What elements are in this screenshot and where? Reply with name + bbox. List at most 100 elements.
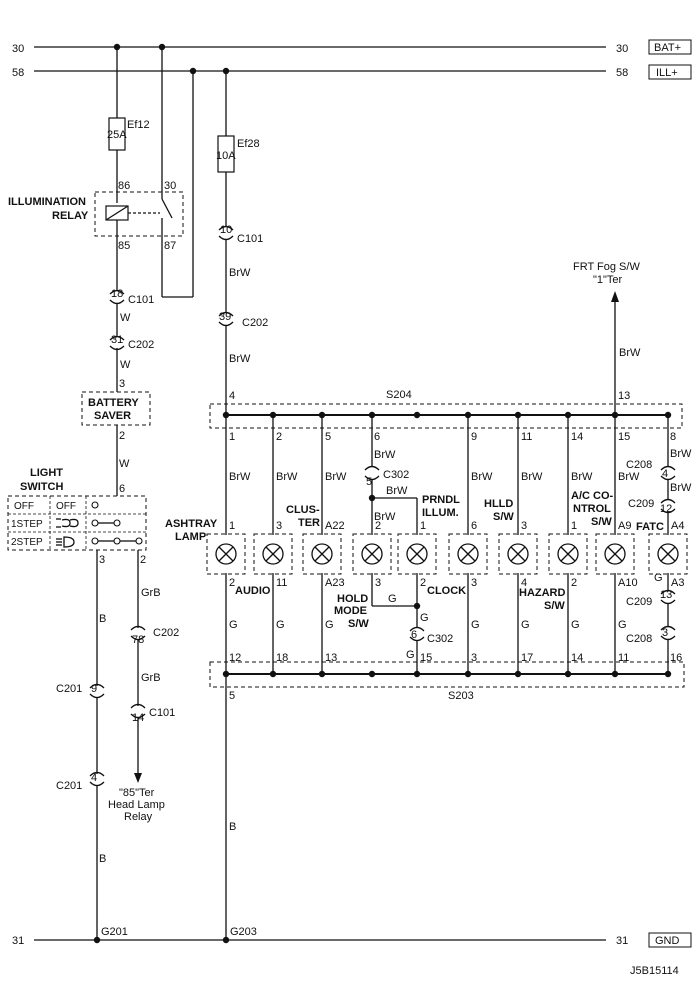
label-hazard-2: S/W [544, 600, 565, 612]
frt-fog-2: "1"Ter [593, 274, 623, 286]
s203-pin: 12 [229, 652, 241, 664]
fuse-ef12-name: Ef12 [127, 119, 150, 131]
switch-out-pin-3: 3 [99, 554, 105, 566]
lamp-box-clock [448, 533, 488, 575]
wire-brw: BrW [571, 471, 593, 483]
lamp-pin-bottom: 3 [471, 577, 477, 589]
relay-pin-86: 86 [118, 180, 130, 192]
c302-pin-6: 6 [411, 629, 417, 641]
saver-pin-out: 2 [119, 430, 125, 442]
lamp-pin-top: 3 [521, 520, 527, 532]
s203-out-pin: 5 [229, 690, 235, 702]
fuse-ef28-rating: 10A [216, 150, 236, 162]
wire-b-1: B [99, 613, 106, 625]
gnd-rail: 31 31 GND [12, 932, 692, 948]
lamp-pin-top: 6 [471, 520, 477, 532]
lamp-group: 121BrW12G3112BrW18GA22A235BrW13G2312639B… [206, 411, 688, 678]
relay-pin-87: 87 [164, 240, 176, 252]
lamp-pin-bottom: 2 [420, 577, 426, 589]
wire-brw-prndl-top: BrW [374, 449, 396, 461]
lamp-pin-top: 3 [276, 520, 282, 532]
wire-g-hold: G [388, 593, 397, 605]
lamp-box-hold-mode [397, 533, 437, 575]
c209-label-top: C209 [628, 498, 654, 510]
lamp-box-hazard [548, 533, 588, 575]
gnd-rail-num-left: 31 [12, 935, 24, 947]
frt-fog-1: FRT Fog S/W [573, 261, 640, 273]
ill-rail: 58 58 ILL+ [12, 64, 692, 80]
label-ac-1: A/C CO- [571, 490, 614, 502]
s203-pin-16: 16 [670, 652, 682, 664]
wire-g-clock: G [420, 612, 429, 624]
fuse-ef28: Ef28 10A [216, 135, 260, 173]
s203-pin: 13 [325, 652, 337, 664]
wire-brw-prndl-mid: BrW [386, 485, 408, 497]
splice-s204-label: S204 [386, 389, 412, 401]
switch-pin-in: 6 [119, 483, 125, 495]
switch-out-pin-2: 2 [140, 554, 146, 566]
label-hlld-2: S/W [493, 511, 514, 523]
label-clock: CLOCK [427, 585, 466, 597]
lamp-box-ashtray [206, 533, 246, 575]
wire-brw: BrW [618, 471, 640, 483]
lamp-pin-bottom: 4 [521, 577, 527, 589]
ill-rail-num-right: 58 [616, 67, 628, 79]
label-fatc: FATC [636, 521, 664, 533]
c302-label-top: C302 [383, 469, 409, 481]
s204-pin: 14 [571, 431, 583, 443]
s203-pin: 3 [471, 652, 477, 664]
lamp-pin-bottom: 3 [375, 577, 381, 589]
light-switch: LIGHT SWITCH OFF OFF 1STEP 2STEP [7, 467, 147, 551]
s203-pin: 18 [276, 652, 288, 664]
lamp-pin-bottom: 2 [571, 577, 577, 589]
parking-lamp-icon [56, 518, 79, 528]
label-ac-2: NTROL [573, 503, 611, 515]
label-prndl-1: PRNDL [422, 494, 460, 506]
lamp-box-fatc [648, 533, 688, 575]
lamp-pin-top: 1 [229, 520, 235, 532]
wire-w-2: W [120, 359, 131, 371]
wire-g-prndl-bot: G [406, 649, 415, 661]
wire-g: G [521, 619, 530, 631]
headlamp-relay-3: Relay [124, 811, 153, 823]
lamp-pin-top: A22 [325, 520, 345, 532]
s204-pin: 5 [325, 431, 331, 443]
lamp-box-prndl [352, 533, 392, 575]
s203-pin: 11 [618, 652, 629, 664]
c208-pin-4: 4 [662, 468, 668, 480]
label-hold-3: S/W [348, 618, 369, 630]
label-cluster-1: CLUS- [286, 504, 320, 516]
headlamp-relay-1: "85"Ter [119, 787, 155, 799]
s203-pin-15: 15 [420, 652, 432, 664]
lamp-pin-bottom: 11 [276, 577, 287, 589]
lamp-box-cluster [302, 533, 342, 575]
relay-title-1: ILLUMINATION [8, 196, 86, 208]
s204-pin: 15 [618, 431, 630, 443]
c201-label-lower: C201 [56, 780, 82, 792]
c101-pin-10: 10 [220, 224, 232, 236]
headlamp-icon [56, 536, 75, 548]
wire-brw: BrW [471, 471, 493, 483]
wire-brw-2: BrW [229, 353, 251, 365]
wire-brw-prndl-low: BrW [374, 511, 396, 523]
wire-grb-2: GrB [141, 672, 161, 684]
battery-saver-2: SAVER [94, 410, 131, 422]
ill-rail-tag: ILL+ [656, 67, 678, 79]
wire-g: G [325, 619, 334, 631]
c202-pin-39: 39 [219, 311, 231, 323]
wire-brw: BrW [521, 471, 543, 483]
lamp-pin-bottom: A10 [618, 577, 638, 589]
lamp-pin-bottom: 2 [229, 577, 235, 589]
ground-g203: G203 [230, 926, 257, 938]
light-switch-row2: 1STEP [11, 519, 43, 530]
c201-pin-4: 4 [91, 772, 97, 784]
c101-label-grb: C101 [149, 707, 175, 719]
gnd-rail-tag: GND [655, 935, 680, 947]
wire-brw: BrW [325, 471, 347, 483]
bat-rail-tag: BAT+ [654, 42, 681, 54]
light-switch-title-1: LIGHT [30, 467, 63, 479]
s204-pin-6: 6 [374, 431, 380, 443]
illumination-relay: ILLUMINATION RELAY 86 30 85 87 [8, 180, 184, 252]
wire-brw-fatc-2: BrW [670, 482, 692, 494]
